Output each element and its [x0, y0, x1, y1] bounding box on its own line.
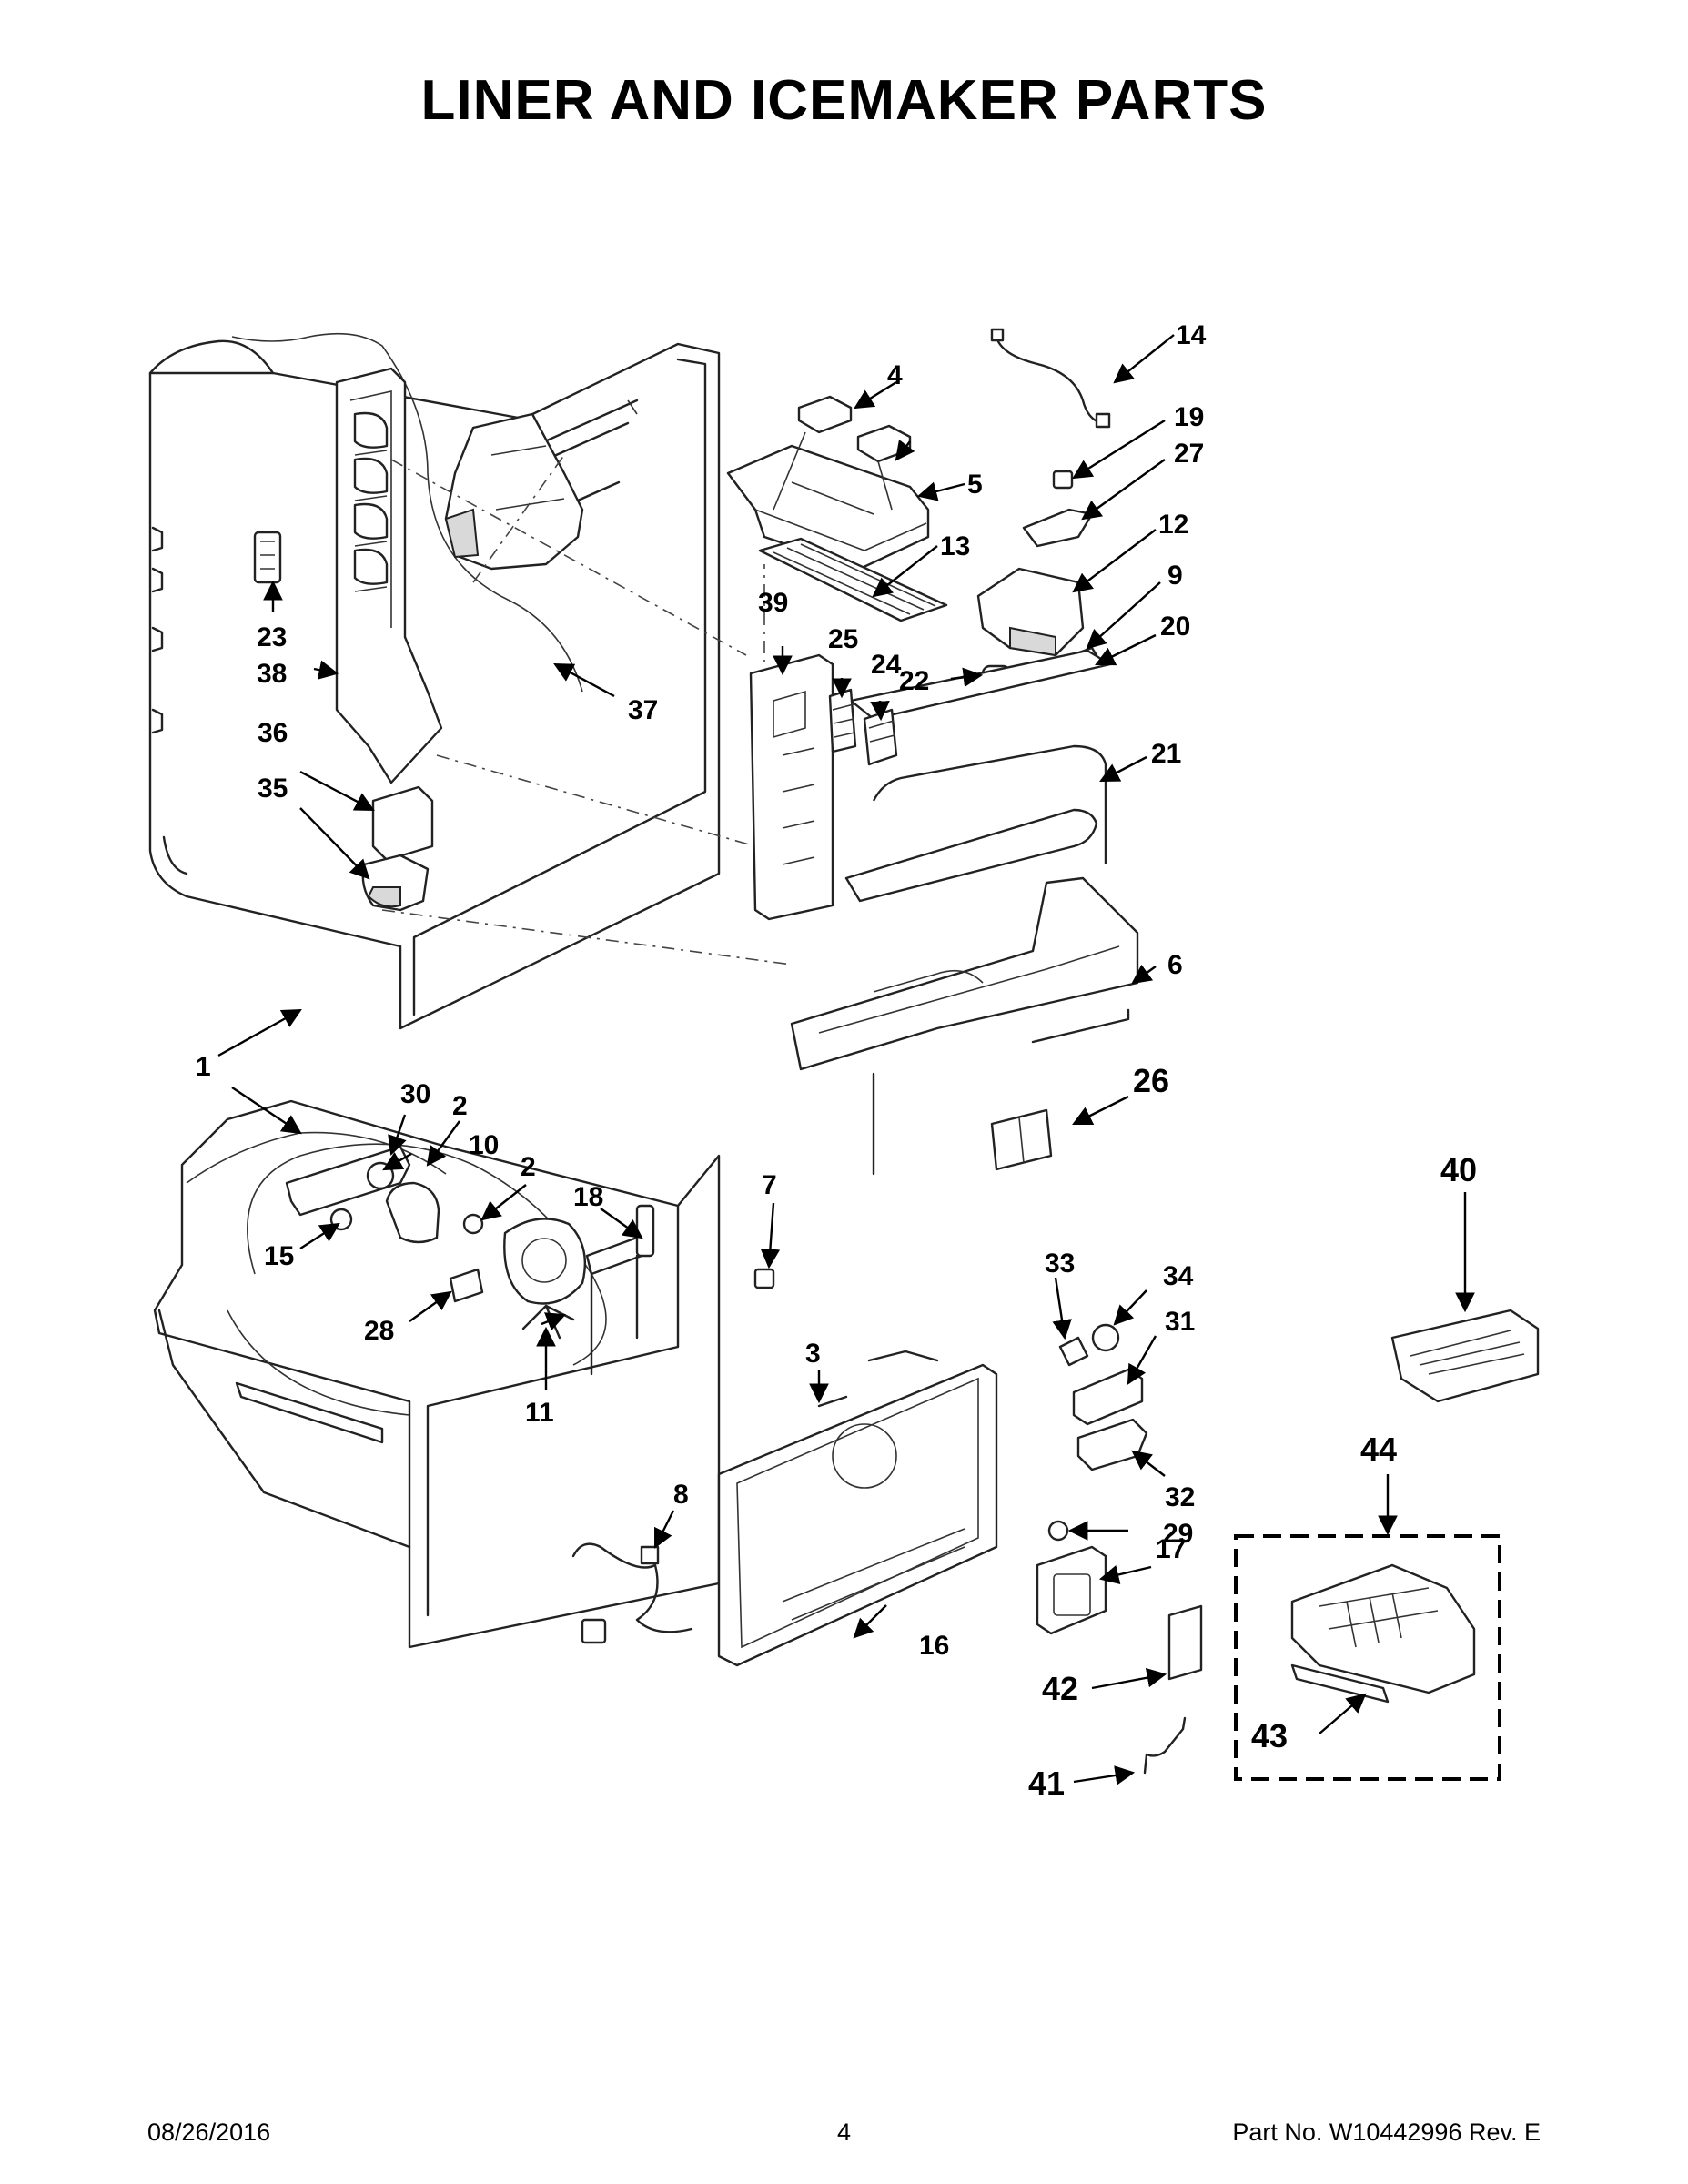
footer-page-number: 4 [836, 2118, 852, 2146]
callout-numbers: 1 2 2 3 4 5 6 7 8 9 10 11 12 13 14 15 16… [196, 320, 1477, 1802]
callout-39: 39 [758, 588, 788, 618]
callout-2b: 2 [521, 1152, 536, 1182]
callout-37: 37 [628, 695, 658, 725]
callout-27: 27 [1174, 439, 1204, 469]
callout-33: 33 [1045, 1249, 1075, 1279]
callout-29: 29 [1163, 1519, 1193, 1549]
callout-23: 23 [257, 622, 287, 652]
callout-1: 1 [196, 1052, 211, 1082]
callout-5: 5 [967, 470, 983, 500]
leader-lines [217, 334, 1475, 1785]
callout-9: 9 [1167, 561, 1183, 591]
callout-14: 14 [1176, 320, 1207, 350]
footer-date: 08/26/2016 [147, 2118, 271, 2146]
callout-44: 44 [1360, 1431, 1397, 1468]
callout-35: 35 [258, 774, 288, 804]
callout-20: 20 [1160, 612, 1190, 642]
callout-25: 25 [828, 624, 858, 654]
callout-28: 28 [364, 1316, 394, 1346]
callout-6: 6 [1167, 950, 1183, 980]
callout-36: 36 [258, 718, 288, 748]
callout-43: 43 [1251, 1717, 1288, 1754]
callout-30: 30 [400, 1079, 430, 1109]
page-title: LINER AND ICEMAKER PARTS [420, 69, 1268, 132]
callout-17: 17 [1156, 1534, 1186, 1564]
callout-16: 16 [919, 1631, 949, 1661]
callout-13: 13 [940, 531, 970, 561]
callout-34: 34 [1163, 1261, 1194, 1291]
callout-12: 12 [1158, 510, 1188, 540]
callout-8: 8 [673, 1480, 689, 1510]
callout-31: 31 [1165, 1307, 1195, 1337]
callout-32: 32 [1165, 1482, 1195, 1512]
callout-3: 3 [805, 1339, 821, 1369]
callout-15: 15 [264, 1241, 294, 1271]
callout-26: 26 [1133, 1062, 1169, 1099]
callout-21: 21 [1151, 739, 1181, 769]
icemaker-assembly [1234, 1309, 1540, 1781]
callout-4: 4 [887, 360, 903, 390]
callout-18: 18 [573, 1182, 603, 1212]
callout-11: 11 [525, 1398, 554, 1428]
callout-7: 7 [762, 1170, 777, 1200]
callout-19: 19 [1174, 402, 1204, 432]
callout-40: 40 [1440, 1151, 1477, 1188]
callout-22: 22 [899, 666, 929, 696]
callout-24: 24 [871, 650, 902, 680]
freezer-liner [153, 1099, 1203, 1774]
callout-38: 38 [257, 659, 287, 689]
callout-2a: 2 [452, 1091, 468, 1121]
icebox-components [726, 328, 1139, 1176]
callout-42: 42 [1042, 1670, 1078, 1707]
callout-10: 10 [469, 1130, 499, 1160]
fresh-food-liner [148, 332, 793, 1030]
callout-41: 41 [1028, 1764, 1065, 1802]
footer-part-number: Part No. W10442996 Rev. E [1232, 2118, 1541, 2146]
